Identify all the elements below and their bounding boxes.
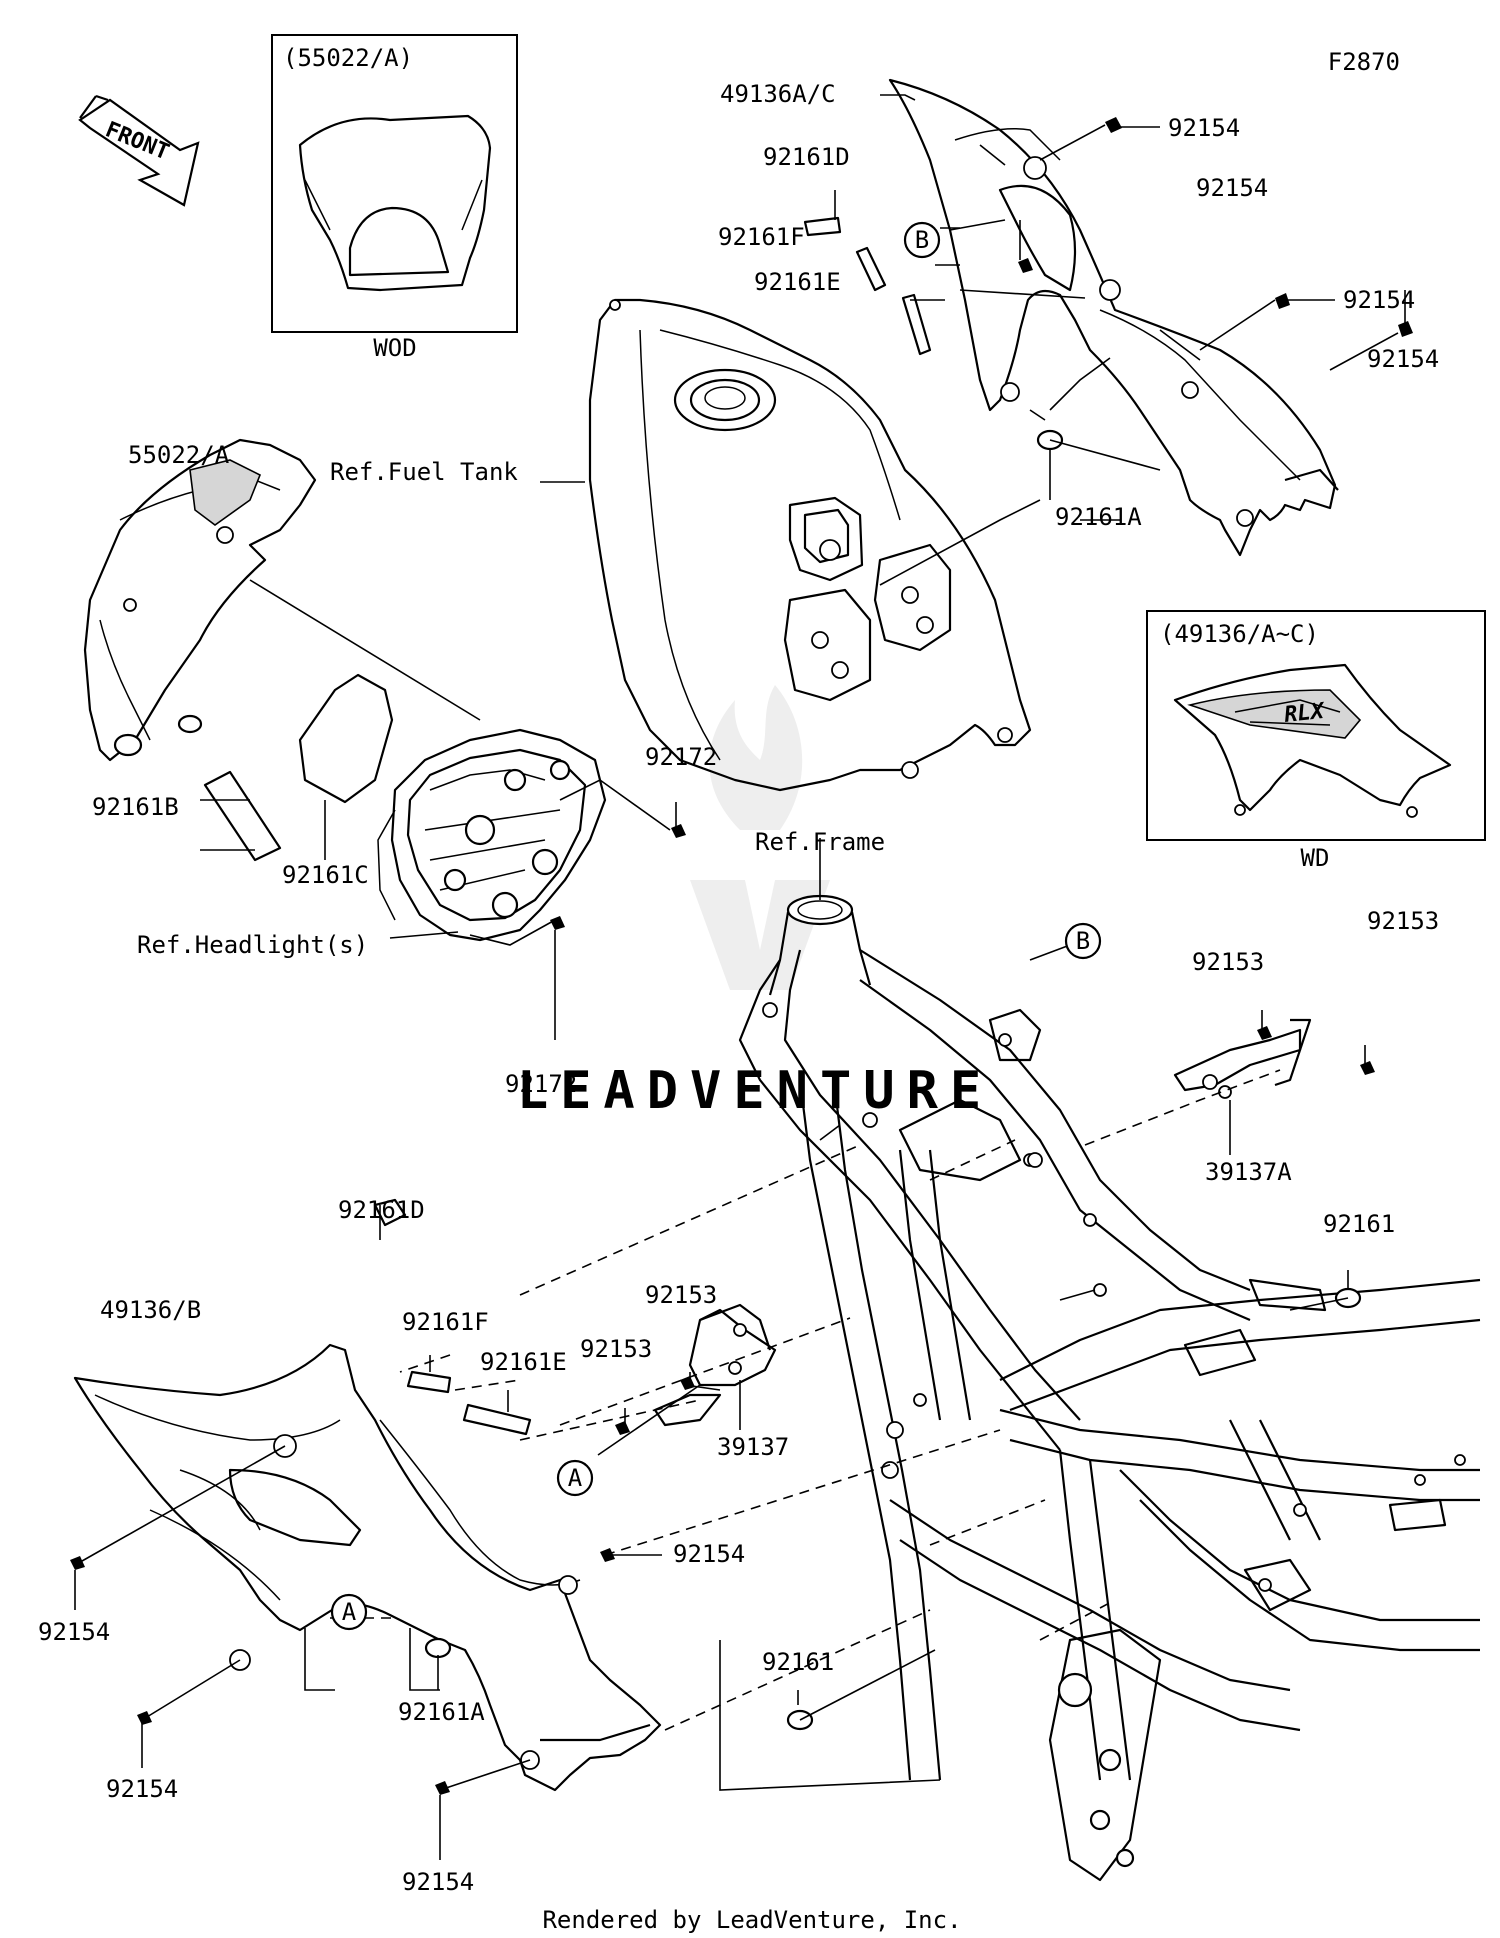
pad-92161F-top: [855, 246, 887, 292]
pad-92161A-left: [424, 1637, 452, 1659]
label-92161C: 92161C: [282, 861, 369, 889]
label-92153: 92153: [1367, 907, 1439, 935]
headlight-assembly: [377, 728, 607, 942]
label-92161A: 92161A: [1055, 503, 1142, 531]
svg-text:B: B: [1076, 927, 1090, 955]
label-92161B: 92161B: [92, 793, 179, 821]
inset-wod-caption: (55022/A): [283, 44, 413, 72]
label-92161A: 92161A: [398, 1698, 485, 1726]
svg-text:B: B: [915, 226, 929, 254]
inset-wod: (55022/A) WOD: [271, 34, 518, 362]
inset-wod-variant: WOD: [373, 334, 416, 362]
label-92161E: 92161E: [754, 268, 841, 296]
shroud-left: [73, 1343, 662, 1792]
label-39137A: 39137A: [1205, 1158, 1292, 1186]
watermark: LEADVENTURE: [517, 685, 993, 1121]
inset-wd-variant: WD: [1301, 844, 1330, 872]
ref-headlight: Ref.Headlight(s): [137, 931, 368, 959]
callout-a-left: A: [556, 1459, 594, 1497]
part-labels: 49136A/C 92154 92154 92154 92154 92161D …: [38, 80, 1439, 1896]
label-92154: 92154: [402, 1868, 474, 1896]
watermark-text: LEADVENTURE: [517, 1061, 993, 1121]
label-55022-A: 55022/A: [128, 441, 230, 469]
pad-92161E-left: [462, 1403, 532, 1436]
leader-lines: [74, 94, 1406, 1860]
pad-92161F-left: [406, 1370, 452, 1394]
pad-92161B: [203, 770, 282, 862]
label-92154: 92154: [673, 1540, 745, 1568]
callout-b-shroud: B: [903, 221, 941, 259]
bracket-39137A: [1173, 1018, 1312, 1099]
shroud-right: [888, 78, 1339, 557]
inset-wd-caption: (49136/A~C): [1160, 620, 1319, 648]
label-92161: 92161: [762, 1648, 834, 1676]
label-92161D: 92161D: [338, 1196, 425, 1224]
label-92154: 92154: [38, 1618, 110, 1646]
footer-credit: Rendered by LeadVenture, Inc.: [542, 1906, 961, 1934]
pad-92161E-top: [901, 293, 932, 356]
ref-frame: Ref.Frame: [755, 828, 885, 856]
label-92161F: 92161F: [402, 1308, 489, 1336]
label-92161F: 92161F: [718, 223, 805, 251]
frame: [738, 894, 1481, 1882]
svg-text:A: A: [342, 1598, 357, 1626]
label-49136-B: 49136/B: [100, 1296, 201, 1324]
bracket-39137: [653, 1303, 777, 1427]
label-92154: 92154: [1367, 345, 1439, 373]
headlight-cowl: [83, 438, 317, 762]
label-92161E: 92161E: [480, 1348, 567, 1376]
label-49136A-C: 49136A/C: [720, 80, 836, 108]
label-92154: 92154: [106, 1775, 178, 1803]
label-92154: 92154: [1196, 174, 1268, 202]
front-arrow-icon: FRONT: [78, 94, 200, 207]
pad-92161C: [298, 673, 394, 804]
pad-92161D-top: [803, 216, 842, 237]
label-92161: 92161: [1323, 1210, 1395, 1238]
fuel-tank: [588, 298, 1032, 792]
label-92153: 92153: [645, 1281, 717, 1309]
pad-92161D-left: [373, 1198, 407, 1227]
inset-wd: (49136/A~C) RLX WD: [1146, 610, 1486, 872]
label-92161D: 92161D: [763, 143, 850, 171]
label-92154: 92154: [1168, 114, 1240, 142]
label-92154: 92154: [1343, 286, 1415, 314]
label-92153: 92153: [580, 1335, 652, 1363]
label-92172: 92172: [645, 743, 717, 771]
callout-b-frame: B: [1064, 922, 1102, 960]
callout-a-lower: A: [330, 1593, 368, 1631]
svg-text:A: A: [568, 1464, 583, 1492]
svg-text:RLX: RLX: [1283, 699, 1327, 728]
label-39137: 39137: [717, 1433, 789, 1461]
label-92153: 92153: [1192, 948, 1264, 976]
label-92172: 92172: [505, 1070, 577, 1098]
ref-fuel-tank: Ref.Fuel Tank: [330, 458, 518, 486]
diagram-code: F2870: [1328, 48, 1400, 76]
bolts: [70, 117, 1413, 1795]
